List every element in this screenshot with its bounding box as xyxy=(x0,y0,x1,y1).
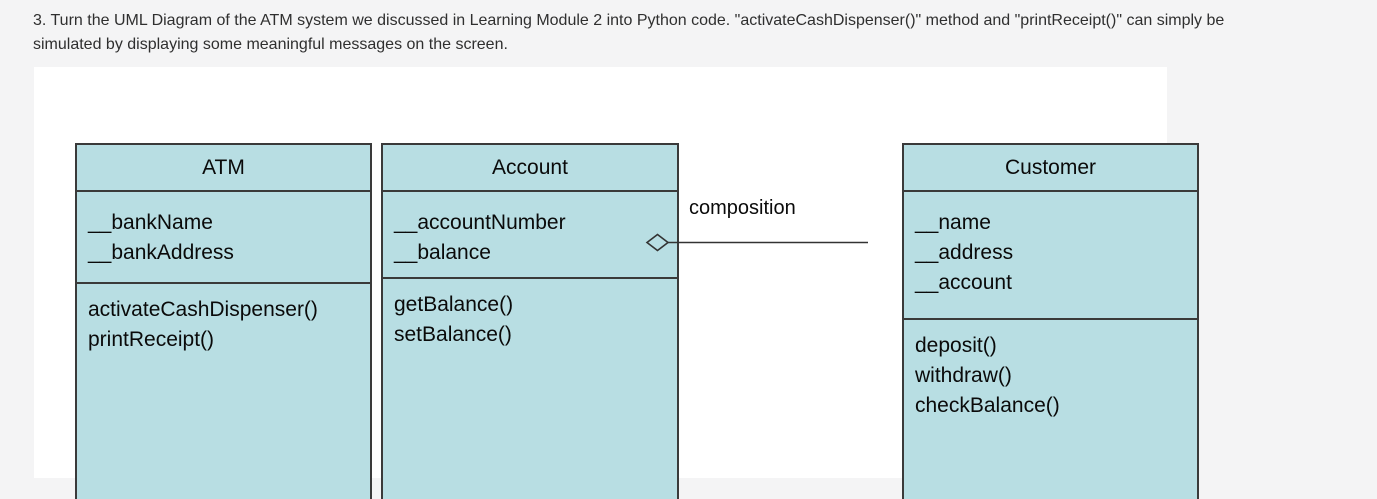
class-attributes-atm: __bankName __bankAddress xyxy=(77,192,370,284)
uml-diagram-panel: ATM __bankName __bankAddress activateCas… xyxy=(34,67,1199,499)
class-methods-customer: deposit() withdraw() checkBalance() xyxy=(904,320,1197,421)
method-item: deposit() xyxy=(915,334,997,357)
method-item: printReceipt() xyxy=(88,328,215,351)
class-methods-account: getBalance() setBalance() xyxy=(383,279,677,350)
class-attributes-account: __accountNumber __balance xyxy=(383,192,677,279)
class-methods-atm: activateCashDispenser() printReceipt() xyxy=(77,284,370,355)
attribute-item: __name xyxy=(915,211,991,234)
attribute-item: __bankAddress xyxy=(88,241,234,264)
question-line-2: simulated by displaying some meaningful … xyxy=(33,36,508,53)
attribute-item: __accountNumber xyxy=(394,211,566,234)
question-text: 3. Turn the UML Diagram of the ATM syste… xyxy=(33,9,1377,57)
uml-class-atm: ATM __bankName __bankAddress activateCas… xyxy=(75,143,372,499)
composition-diamond-icon xyxy=(645,233,670,252)
class-attributes-customer: __name __address __account xyxy=(904,192,1197,320)
class-title-account: Account xyxy=(383,145,677,192)
uml-class-customer: Customer __name __address __account depo… xyxy=(902,143,1199,499)
method-item: activateCashDispenser() xyxy=(88,298,318,321)
method-item: getBalance() xyxy=(394,293,514,316)
attribute-item: __account xyxy=(915,271,1012,294)
question-line-1: 3. Turn the UML Diagram of the ATM syste… xyxy=(33,12,1225,29)
attribute-item: __balance xyxy=(394,241,491,264)
attribute-item: __address xyxy=(915,241,1014,264)
class-title-customer: Customer xyxy=(904,145,1197,192)
method-item: setBalance() xyxy=(394,323,512,346)
attribute-item: __bankName xyxy=(88,211,213,234)
method-item: withdraw() xyxy=(915,364,1012,387)
class-title-atm: ATM xyxy=(77,145,370,192)
composition-label: composition xyxy=(689,197,796,219)
uml-class-account: Account __accountNumber __balance getBal… xyxy=(381,143,679,499)
method-item: checkBalance() xyxy=(915,394,1060,417)
composition-connector xyxy=(645,233,868,252)
